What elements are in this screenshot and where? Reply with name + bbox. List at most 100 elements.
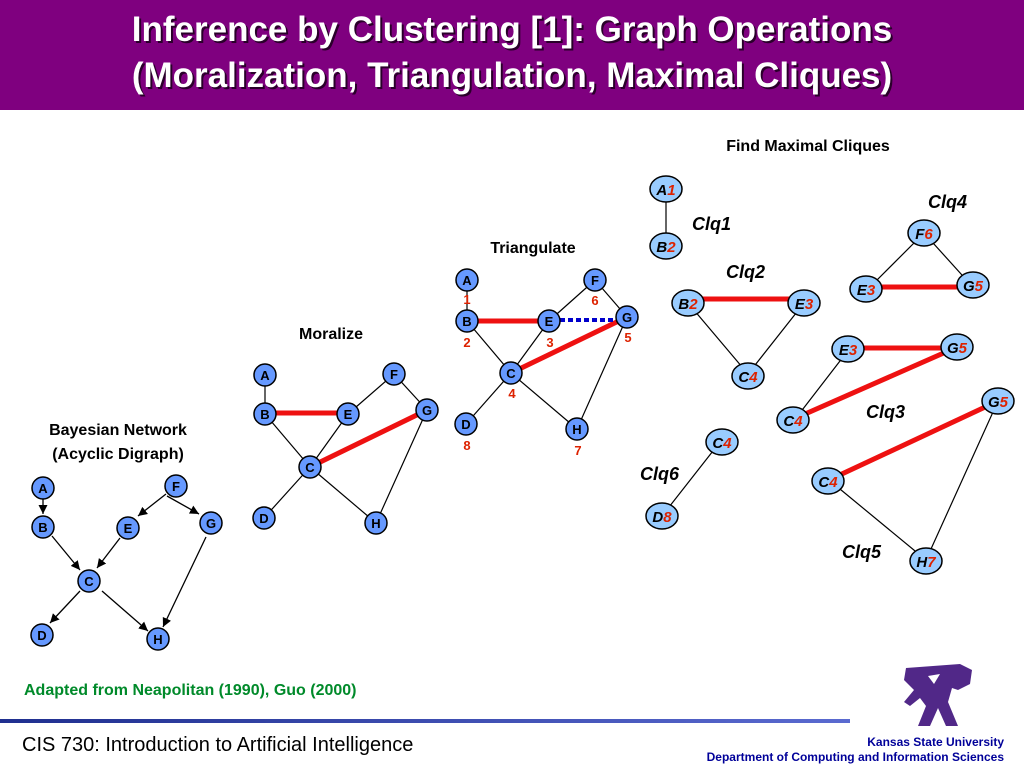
clq3-label-c: C4: [783, 413, 803, 430]
mg-node-g: [415, 398, 439, 422]
clq6-label-d: D8: [652, 509, 672, 526]
bn-edge-g-h: [162, 536, 207, 628]
clq4-label-f: F6: [915, 226, 933, 243]
bayes-label-1: Bayesian Network: [49, 422, 187, 439]
mg-label-f: F: [390, 367, 398, 382]
tg-order-f: 6: [591, 293, 598, 308]
bn-label-c: C: [84, 574, 94, 589]
bn-node-a: [31, 476, 55, 500]
bn-label-d: D: [37, 628, 46, 643]
bn-label-a: A: [38, 481, 48, 496]
clq3-node-c: [776, 406, 810, 434]
clq6-name: Clq6: [640, 464, 680, 484]
tg-node-e: [537, 309, 561, 333]
bn-node-g: [199, 511, 223, 535]
tg-order-e: 3: [546, 335, 553, 350]
mg-node-b: [253, 402, 277, 426]
bn-edge-c-h: [101, 590, 149, 632]
clq2-label-c: C4: [738, 369, 758, 386]
tg-node-h: [565, 417, 589, 441]
clq2-node-e: [787, 289, 821, 317]
clq2-name: Clq2: [726, 262, 765, 282]
moralize-label: Moralize: [299, 326, 363, 343]
mg-edge-g-h: [375, 409, 428, 524]
clq4-label-e: E3: [857, 282, 876, 299]
tg-node-c: [499, 361, 523, 385]
tg-edge-c-h: [510, 372, 578, 430]
mg-label-b: B: [260, 407, 269, 422]
tg-label-h: H: [572, 422, 581, 437]
bn-edge-e-c: [96, 537, 121, 569]
tg-label-c: C: [506, 366, 516, 381]
bn-label-b: B: [38, 520, 47, 535]
clq4-node-g: [956, 271, 990, 299]
mg-label-e: E: [344, 407, 353, 422]
clq5-node-c: [811, 467, 845, 495]
credit-text: Adapted from Neapolitan (1990), Guo (200…: [24, 682, 357, 699]
tg-order-h: 7: [574, 443, 581, 458]
tg-order-d: 8: [463, 438, 470, 453]
bn-label-h: H: [153, 632, 162, 647]
university-name: Kansas State University: [867, 735, 1004, 749]
university-block: Kansas State University Department of Co…: [707, 735, 1004, 765]
tg-order-g: 5: [624, 330, 631, 345]
clq3-name: Clq3: [866, 402, 905, 422]
mg-node-c: [298, 455, 322, 479]
bn-node-f: [164, 474, 188, 498]
clq6-node-d: [645, 502, 679, 530]
clq5-edge-g-h: [925, 400, 999, 561]
mg-label-g: G: [422, 403, 432, 418]
bayesian-network: Bayesian Network (Acyclic Digraph) A B C: [30, 422, 223, 651]
clq5-edge-c-g: [827, 398, 1000, 483]
clq1-label-a: A1: [655, 182, 675, 199]
clq1-node-b: [649, 232, 683, 260]
tg-order-b: 2: [463, 335, 470, 350]
bn-node-c: [77, 569, 101, 593]
clq3-edge-c-g: [794, 345, 957, 421]
footer-rule: [0, 719, 850, 723]
mg-label-d: D: [259, 511, 268, 526]
bn-label-f: F: [172, 479, 180, 494]
mg-node-h: [364, 511, 388, 535]
bn-node-b: [31, 515, 55, 539]
bn-edge-b-c: [51, 535, 81, 571]
clq2-label-e: E3: [795, 296, 814, 313]
mg-label-a: A: [260, 368, 270, 383]
department-name: Department of Computing and Information …: [706, 750, 1004, 764]
tg-label-b: B: [462, 314, 471, 329]
clq1-label-b: B2: [656, 239, 676, 256]
clq2-node-c: [731, 362, 765, 390]
clq1-node-a: [649, 175, 683, 203]
tg-edge-g-h: [576, 316, 628, 430]
mg-label-h: H: [371, 516, 380, 531]
clq4-label-g: G5: [963, 278, 984, 295]
clq3-label-g: G5: [947, 340, 968, 357]
clq2-edge-e-c: [747, 302, 805, 375]
clq4-node-f: [907, 219, 941, 247]
clq2-edge-b-c: [687, 302, 749, 375]
mg-node-d: [252, 506, 276, 530]
bn-node-d: [30, 623, 54, 647]
clq5-label-h: H7: [916, 554, 936, 571]
clq6-node-c: [705, 428, 739, 456]
maximal-cliques: Find Maximal Cliques: [640, 138, 1015, 575]
bn-label-e: E: [124, 521, 133, 536]
tg-node-a: [455, 268, 479, 292]
clq6-label-c: C4: [712, 435, 732, 452]
bn-node-e: [116, 516, 140, 540]
tg-order-c: 4: [508, 386, 516, 401]
clq5-node-g: [981, 387, 1015, 415]
cliques-label: Find Maximal Cliques: [726, 138, 890, 155]
tg-node-g: [615, 305, 639, 329]
triangulated-graph: Triangulate A B: [454, 240, 639, 458]
title-bar: Inference by Clustering [1]: Graph Opera…: [0, 0, 1024, 110]
clq5-name: Clq5: [842, 542, 882, 562]
clq5-label-c: C4: [818, 474, 838, 491]
bn-edge-f-g: [166, 495, 200, 515]
powercat-logo-icon: [904, 664, 972, 726]
tg-order-a: 1: [463, 292, 470, 307]
tg-label-a: A: [462, 273, 472, 288]
mg-node-a: [253, 363, 277, 387]
bn-edge-f-e: [137, 493, 167, 517]
mg-label-c: C: [305, 460, 315, 475]
